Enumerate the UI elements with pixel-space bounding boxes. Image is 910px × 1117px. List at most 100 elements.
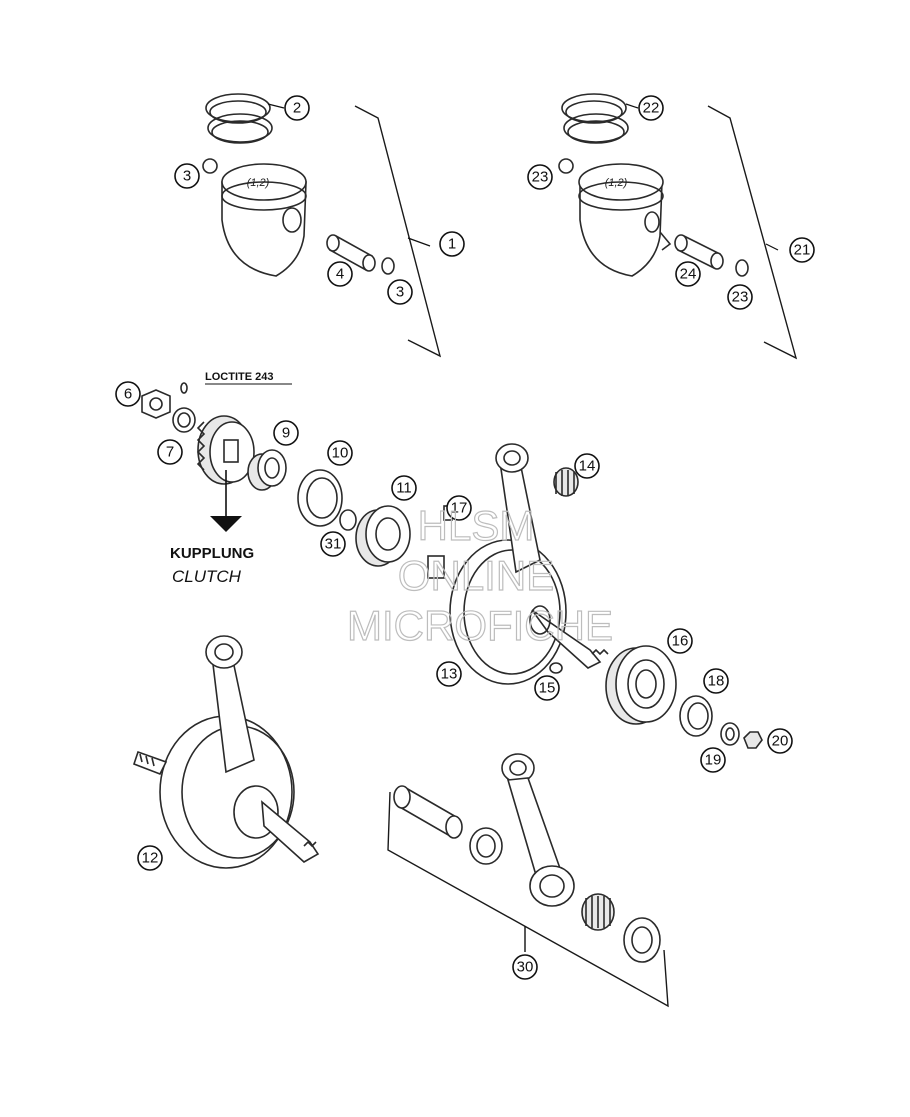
label-loctite: LOCTITE 243 [205,371,273,383]
piston-right: (1,2) [578,163,672,277]
callout-2: 2 [284,95,310,121]
label-clutch: CLUTCH [172,567,242,586]
svg-text:6: 6 [124,386,132,403]
callout-24: 24 [675,261,701,287]
callout-9: 9 [273,420,299,446]
nut [141,389,171,419]
svg-text:16: 16 [672,633,689,650]
loctite-drop [180,382,188,394]
svg-text:23: 23 [732,289,749,306]
kit-connecting-rod [501,753,575,907]
svg-text:22: 22 [643,100,660,117]
svg-text:24: 24 [680,266,697,283]
watermark-line1: HLSM [418,502,535,549]
main-bearing-right [605,645,677,725]
svg-text:13: 13 [441,666,458,683]
svg-text:17: 17 [451,500,468,517]
watermark-line3: MICROFICHE [347,602,613,649]
piston-pin-left [326,234,376,272]
lock-washer [172,407,196,433]
svg-text:4: 4 [336,266,344,283]
piston-rings-right [561,93,629,144]
leader-lines [267,103,779,251]
piston-assembly-left: (1,2) [202,93,442,358]
callout-30: 30 [512,954,538,980]
primary-gear [196,415,255,485]
callout-19: 19 [700,747,726,773]
bracket-left-piston [354,105,442,358]
svg-text:19: 19 [705,752,722,769]
connecting-rod-kit [387,753,669,1008]
svg-text:1: 1 [448,236,456,253]
svg-text:2: 2 [293,100,301,117]
nut-right [743,731,763,749]
callout-11: 11 [391,475,417,501]
callout-21: 21 [789,237,815,263]
circlip-right-top [558,158,574,174]
shim-ring [297,469,343,527]
svg-text:3: 3 [183,168,191,185]
callout-7: 7 [157,439,183,465]
bracket-right-piston [707,105,798,360]
svg-text:12: 12 [142,850,159,867]
o-ring [339,509,357,531]
svg-text:9: 9 [282,425,290,442]
callout-10: 10 [327,440,353,466]
callout-18: 18 [703,668,729,694]
kit-needle-bearing [581,893,615,931]
main-bearing-left [355,505,411,567]
callout-3-bottom: 3 [387,279,413,305]
kit-thrust-washer-bottom [623,917,661,963]
label-kupplung: KUPPLUNG [170,545,254,562]
callout-15: 15 [534,675,560,701]
callout-13: 13 [436,661,462,687]
svg-text:21: 21 [794,242,811,259]
watermark: HLSM ONLINE MICROFICHE [346,501,613,649]
callout-6: 6 [115,381,141,407]
callout-22: 22 [638,95,664,121]
piston-left: (1,2) [221,163,307,277]
svg-text:15: 15 [539,680,556,697]
callout-17: 17 [446,495,472,521]
piston-mark-left: (1,2) [247,177,270,189]
circlip-right-bottom [735,259,749,277]
piston-mark-right: (1,2) [605,177,628,189]
needle-bearing-small-end [553,467,579,497]
svg-text:3: 3 [396,284,404,301]
callout-23-top: 23 [527,164,553,190]
callout-1: 1 [439,231,465,257]
svg-text:20: 20 [772,733,789,750]
washer-right [720,722,740,746]
callout-4: 4 [327,261,353,287]
svg-text:11: 11 [396,480,412,497]
piston-assembly-right: (1,2) [558,93,798,360]
kit-piston-pin [393,785,463,839]
callout-16: 16 [667,628,693,654]
circlip-left-bottom [381,257,395,275]
piston-rings-left [205,93,273,144]
crankshaft-complete [132,635,320,869]
svg-text:31: 31 [325,536,342,553]
oil-seal [679,695,713,737]
clutch-arrow [210,470,242,532]
bracket-conrod-kit [387,791,669,1008]
callout-14: 14 [574,453,600,479]
piston-pin-right [674,234,724,270]
callout-20: 20 [767,728,793,754]
callout-23-bottom: 23 [727,284,753,310]
crankshaft-assembly [427,443,609,685]
callout-31: 31 [320,531,346,557]
svg-text:23: 23 [532,169,549,186]
svg-text:7: 7 [166,444,174,461]
svg-text:10: 10 [332,445,349,462]
watermark-line2: ONLINE [398,552,554,599]
callout-12: 12 [137,845,163,871]
callout-3-top: 3 [174,163,200,189]
kit-thrust-washer-top [469,827,503,865]
woodruff-key [549,662,563,674]
svg-text:30: 30 [517,959,534,976]
svg-text:14: 14 [579,458,596,475]
circlip-left-top [202,158,218,174]
svg-text:18: 18 [708,673,725,690]
